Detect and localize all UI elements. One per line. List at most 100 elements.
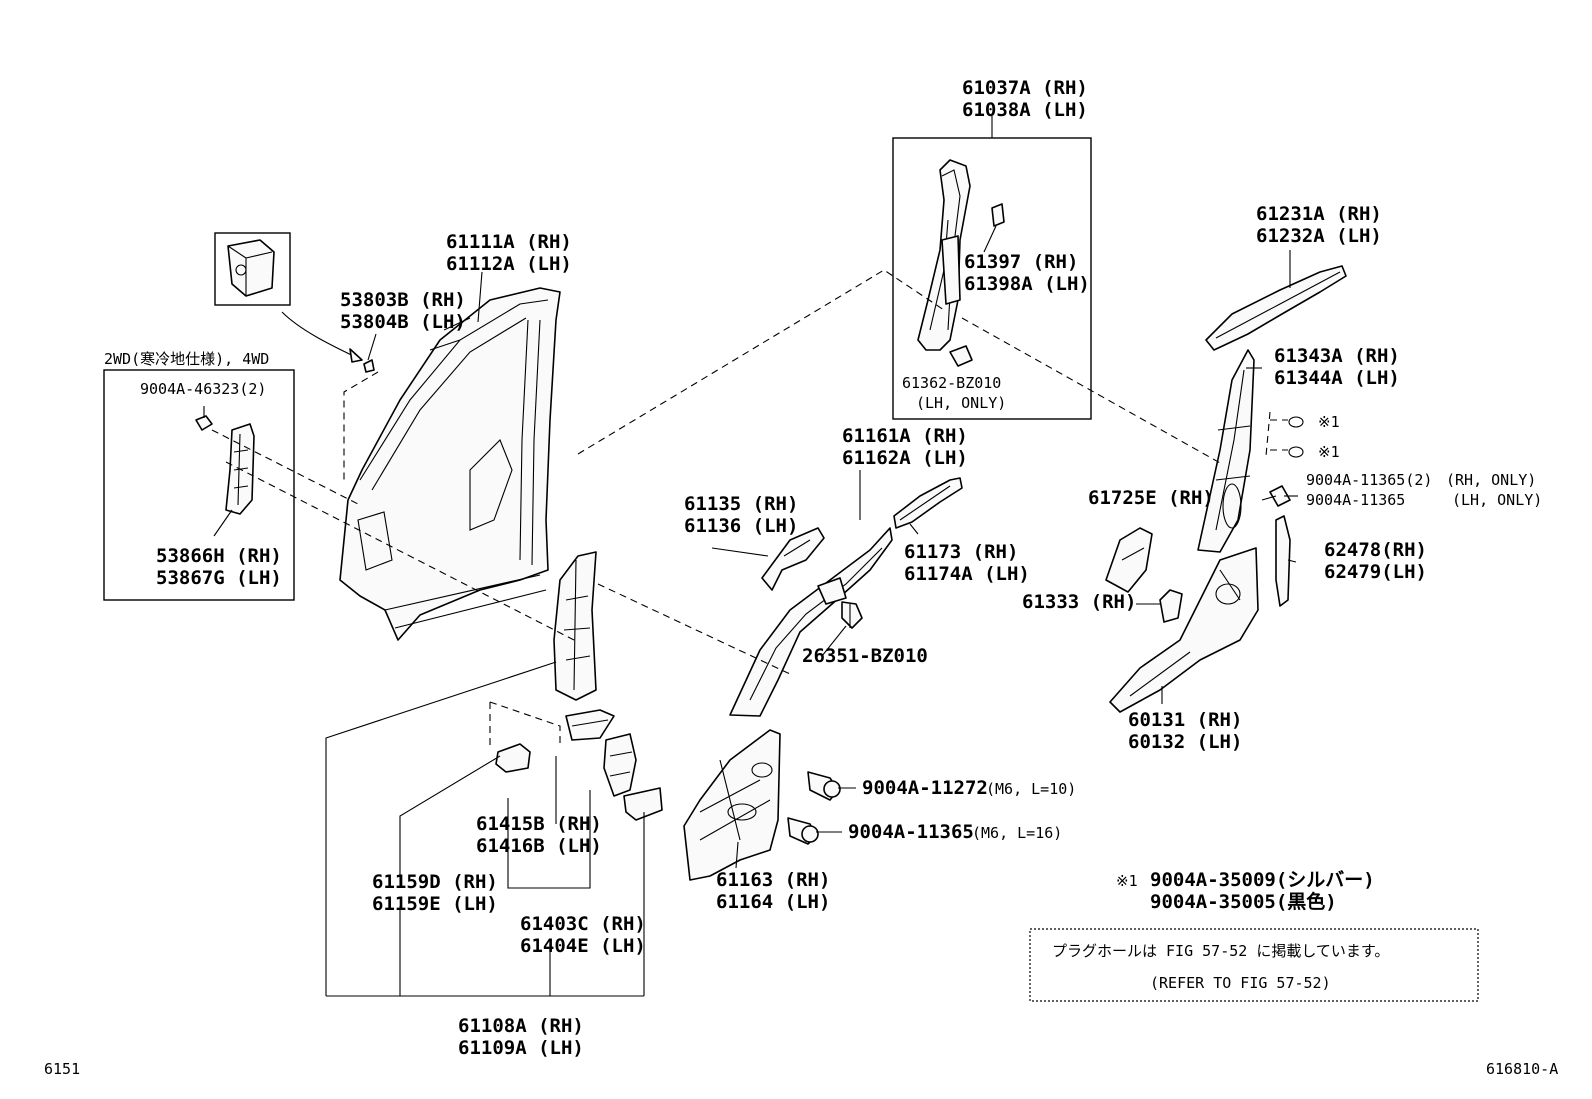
note-line-2: 9004A-35005(黒色) — [1150, 890, 1337, 913]
bracket-61403-part — [603, 733, 663, 821]
label-11365-2: 9004A-11365(2) — [1306, 471, 1432, 489]
alignment-line — [211, 429, 359, 505]
label-61038: 61038A (LH) — [962, 99, 1088, 121]
leader-61397 — [983, 225, 997, 253]
label-61416: 61416B (LH) — [476, 835, 602, 857]
note-line-1: 9004A-35009(シルバー) — [1150, 869, 1375, 891]
inset-detail-box — [214, 232, 291, 306]
label-61163: 61163 (RH) — [716, 869, 830, 891]
label-61037: 61037A (RH) — [962, 77, 1088, 99]
leader-26351 — [821, 625, 847, 657]
leader-53803 — [367, 333, 377, 361]
leader-62478 — [1287, 559, 1297, 563]
label-61161: 61161A (RH) — [842, 425, 968, 447]
label-61232: 61232A (LH) — [1256, 225, 1382, 247]
rear-pillar-part — [1197, 349, 1255, 553]
label-53803: 53803B (RH) — [340, 289, 466, 311]
label-61174: 61174A (LH) — [904, 563, 1030, 585]
bolt-26351-part — [841, 601, 863, 629]
inset-arrow-head — [349, 348, 363, 363]
label-61108: 61108A (RH) — [458, 1015, 584, 1037]
label-11365: 9004A-11365 — [1306, 491, 1405, 509]
bracket-61333-part — [1159, 589, 1183, 623]
label-61231: 61231A (RH) — [1256, 203, 1382, 225]
label-61164: 61164 (LH) — [716, 891, 830, 913]
label-61159e: 61159E (LH) — [372, 893, 498, 915]
leader-61159 — [399, 755, 501, 886]
leader-53866 — [213, 509, 233, 537]
leader-61403 — [507, 790, 591, 889]
bolt-11272-part — [807, 771, 841, 801]
bolt-11365-2-part — [1261, 485, 1291, 507]
label-11365-2-note: (RH, ONLY) — [1446, 471, 1536, 489]
label-61343: 61343A (RH) — [1274, 345, 1400, 367]
label-61112: 61112A (LH) — [446, 253, 572, 275]
label-60132: 60132 (LH) — [1128, 731, 1242, 753]
label-62478: 62478(RH) — [1324, 539, 1427, 561]
label-mark-b: ※1 — [1318, 443, 1340, 461]
center-pillar-part — [553, 551, 597, 701]
label-11365-note: (LH, ONLY) — [1452, 491, 1542, 509]
plug-note-text: プラグホールは FIG 57-52 に掲載しています。 — [1052, 942, 1389, 960]
label-61725: 61725E (RH) — [1088, 487, 1214, 509]
bracket-61415-part — [565, 709, 615, 741]
figure-code: 616810-A — [1486, 1060, 1558, 1078]
label-61415: 61415B (RH) — [476, 813, 602, 835]
refer-note-text: (REFER TO FIG 57-52) — [1150, 974, 1331, 992]
leader-61108-left — [325, 661, 557, 996]
label-11272-spec: (M6, L=10) — [986, 780, 1076, 798]
label-61398: 61398A (LH) — [964, 273, 1090, 295]
label-61362-note: (LH, ONLY) — [916, 394, 1006, 412]
label-61344: 61344A (LH) — [1274, 367, 1400, 389]
label-61333: 61333 (RH) — [1022, 591, 1136, 613]
label-60131: 60131 (RH) — [1128, 709, 1242, 731]
label-61362: 61362-BZ010 — [902, 374, 1001, 392]
upper-pillar-part — [917, 159, 1005, 367]
rear-quarter-inner-part — [1109, 547, 1259, 713]
label-53804: 53804B (LH) — [340, 311, 466, 333]
label-61135: 61135 (RH) — [684, 493, 798, 515]
roof-rail-part — [1205, 265, 1347, 351]
label-61162: 61162A (LH) — [842, 447, 968, 469]
alignment-line — [343, 371, 379, 484]
note-mark: ※1 — [1116, 872, 1138, 890]
label-53866: 53866H (RH) — [156, 545, 282, 567]
label-mark-a: ※1 — [1318, 413, 1340, 431]
inset-bracket-detail — [227, 239, 275, 297]
clip-53803-part — [363, 359, 375, 373]
label-26351: 26351-BZ010 — [802, 645, 928, 667]
label-variant: 2WD(寒冷地仕様), 4WD — [104, 350, 269, 368]
label-46323: 9004A-46323(2) — [140, 380, 266, 398]
leader-61163 — [735, 841, 739, 869]
label-61403: 61403C (RH) — [520, 913, 646, 935]
reinforcement-61173-part — [893, 477, 963, 529]
label-11365b: 9004A-11365 — [848, 821, 974, 843]
weatherstrip-part — [195, 415, 255, 515]
label-62479: 62479(LH) — [1324, 561, 1427, 583]
label-61397: 61397 (RH) — [964, 251, 1078, 273]
label-61111: 61111A (RH) — [446, 231, 572, 253]
label-53867: 53867G (LH) — [156, 567, 282, 589]
label-61136: 61136 (LH) — [684, 515, 798, 537]
front-body-pillar-part — [339, 287, 561, 641]
bracket-62478-part — [1275, 515, 1291, 607]
alignment-line — [489, 701, 561, 746]
alignment-line — [597, 583, 791, 675]
plug-hole-lower — [1288, 446, 1304, 458]
page-code: 6151 — [44, 1060, 80, 1078]
roof-side-inner-part — [729, 527, 893, 717]
label-11272: 9004A-11272 — [862, 777, 988, 799]
lower-center-panel-part — [683, 729, 781, 881]
alignment-line — [961, 317, 1223, 465]
label-61159d: 61159D (RH) — [372, 871, 498, 893]
weatherstrip-group-box — [103, 369, 295, 601]
label-61173: 61173 (RH) — [904, 541, 1018, 563]
bracket-61159-part — [495, 743, 531, 773]
plug-note-box — [1029, 928, 1479, 1002]
leader-61173 — [909, 523, 919, 535]
alignment-line — [225, 461, 575, 641]
plug-hole-upper — [1288, 416, 1304, 428]
label-61109: 61109A (LH) — [458, 1037, 584, 1059]
